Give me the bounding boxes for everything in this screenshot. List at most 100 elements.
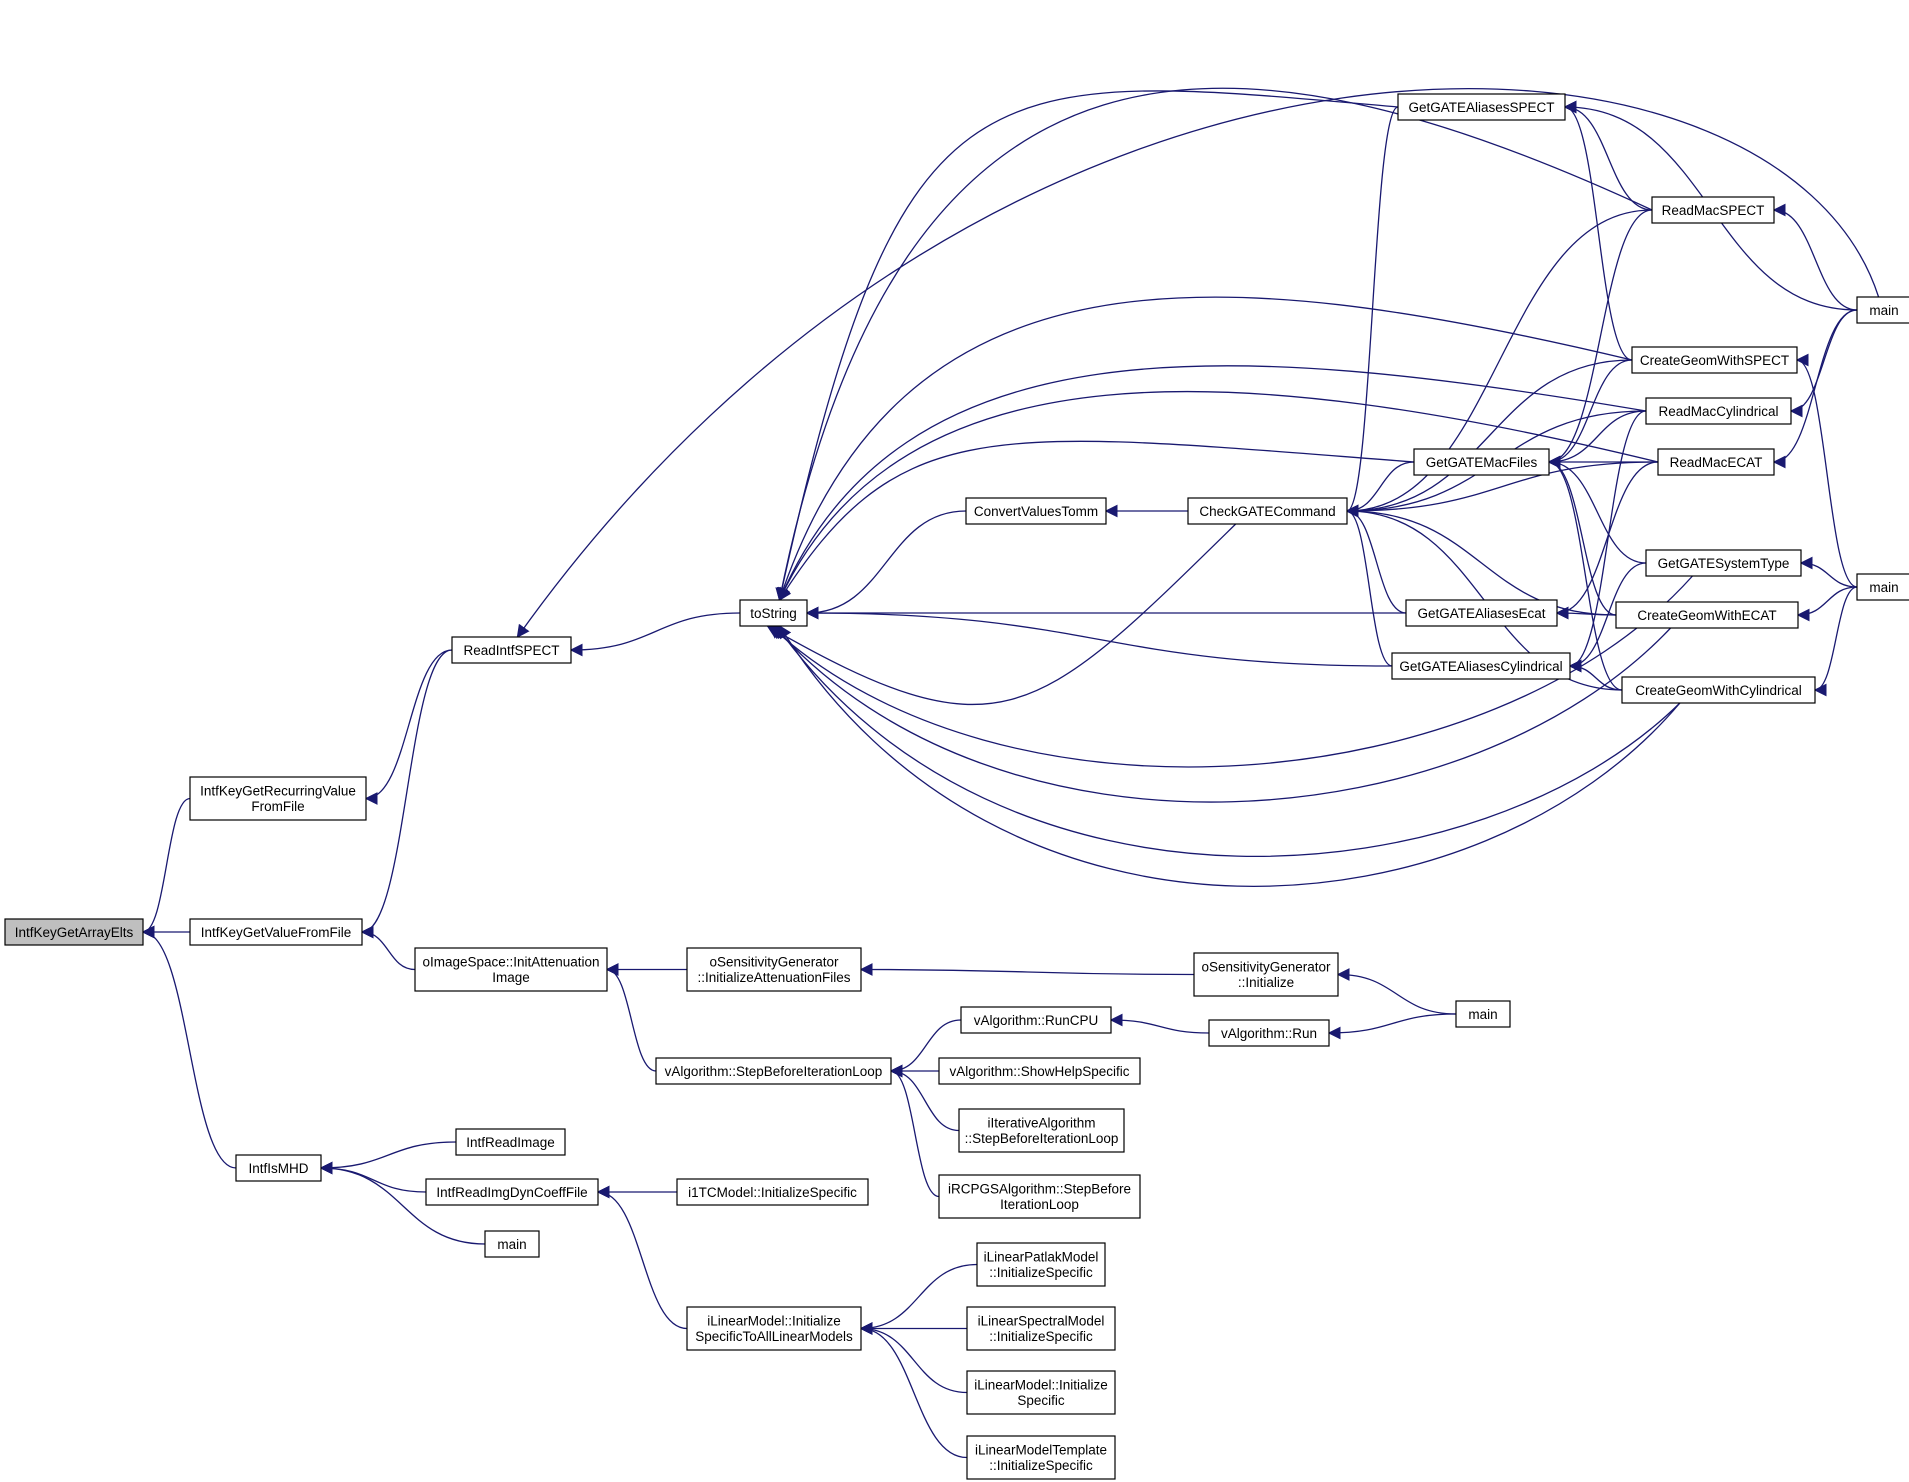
- edge-macfiles-to-tostring: [778, 440, 1415, 602]
- edge-path: [141, 925, 237, 1169]
- node-rcpgs[interactable]: iRCPGSAlgorithm::StepBeforeIterationLoop: [938, 1174, 1141, 1219]
- node-sensatt[interactable]: oSensitivityGenerator::InitializeAttenua…: [686, 947, 862, 992]
- node-linearall[interactable]: iLinearModel::InitializeSpecificToAllLin…: [686, 1306, 862, 1351]
- edge-ismhd-to-root: [141, 925, 237, 1169]
- node-spectral[interactable]: iLinearSpectralModel::InitializeSpecific: [966, 1306, 1116, 1351]
- edge-path: [360, 649, 453, 939]
- node-label: IntfIsMHD: [248, 1161, 308, 1176]
- edge-path: [1789, 309, 1858, 418]
- node-box: [425, 1178, 599, 1206]
- node-readmacecat[interactable]: ReadMacECAT: [1657, 448, 1775, 476]
- node-aliasecat[interactable]: GetGATEAliasesEcat: [1405, 599, 1558, 627]
- node-label: iLinearSpectralModel: [978, 1314, 1105, 1329]
- edge-geomspect-to-tostring: [777, 296, 1633, 602]
- node-box: [1657, 448, 1775, 476]
- node-geomecat[interactable]: CreateGeomWithECAT: [1615, 601, 1799, 629]
- node-label: ::InitializeAttenuationFiles: [697, 970, 850, 985]
- node-systemtype[interactable]: GetGATESystemType: [1645, 549, 1802, 577]
- node-main_m[interactable]: main: [1455, 1000, 1511, 1028]
- node-readmacspect[interactable]: ReadMacSPECT: [1651, 196, 1775, 224]
- node-box: [1187, 497, 1348, 525]
- node-checkgate[interactable]: CheckGATECommand: [1187, 497, 1348, 525]
- edge-path: [1345, 461, 1659, 518]
- edge-readintfspect-to-valuefromfile: [360, 649, 453, 939]
- node-label: ReadMacECAT: [1670, 455, 1763, 470]
- node-runcpu[interactable]: vAlgorithm::RunCPU: [960, 1006, 1112, 1034]
- edge-run-to-runcpu: [1109, 1013, 1210, 1034]
- node-geomspect[interactable]: CreateGeomWithSPECT: [1631, 346, 1798, 374]
- edge-path: [516, 88, 1880, 639]
- edge-main_l-to-ismhd: [319, 1161, 486, 1245]
- node-root[interactable]: IntfKeyGetArrayElts: [4, 918, 144, 946]
- edge-path: [859, 1322, 968, 1459]
- node-label: Image: [492, 970, 530, 985]
- edge-main_r1-to-readmaccyl: [1789, 309, 1858, 418]
- node-readdyn[interactable]: IntfReadImgDynCoeffFile: [425, 1178, 599, 1206]
- node-aliasspect[interactable]: GetGATEAliasesSPECT: [1397, 93, 1566, 121]
- node-readimage[interactable]: IntfReadImage: [455, 1128, 566, 1156]
- edge-path: [1772, 309, 1858, 469]
- edge-main_m-to-sensinit: [1336, 968, 1457, 1015]
- node-label: iLinearPatlakModel: [984, 1250, 1099, 1265]
- edge-readmacspect-to-checkgate: [1345, 209, 1653, 518]
- node-label: toString: [750, 606, 797, 621]
- node-iterstep[interactable]: iIterativeAlgorithm::StepBeforeIteration…: [958, 1108, 1125, 1153]
- node-linearinit[interactable]: iLinearModel::InitializeSpecific: [966, 1370, 1116, 1415]
- node-box: [965, 497, 1107, 525]
- node-label: CheckGATECommand: [1199, 504, 1335, 519]
- node-template[interactable]: iLinearModelTemplate::InitializeSpecific: [966, 1435, 1116, 1480]
- edge-path: [1796, 586, 1858, 622]
- node-convert[interactable]: ConvertValuesTomm: [965, 497, 1107, 525]
- edge-recurring-to-root: [141, 797, 191, 939]
- node-tostring[interactable]: toString: [739, 599, 808, 627]
- edge-path: [1345, 504, 1407, 614]
- node-geomcyl[interactable]: CreateGeomWithCylindrical: [1621, 676, 1816, 704]
- node-box: [4, 918, 144, 946]
- node-showhelp[interactable]: vAlgorithm::ShowHelpSpecific: [938, 1057, 1141, 1085]
- node-label: GetGATEAliasesEcat: [1417, 606, 1545, 621]
- node-main_r1[interactable]: main: [1856, 296, 1909, 324]
- node-main_l[interactable]: main: [484, 1230, 540, 1258]
- edge-path: [778, 440, 1415, 602]
- node-main_r2[interactable]: main: [1856, 573, 1909, 601]
- edge-path: [859, 963, 1195, 977]
- edge-path: [889, 1064, 940, 1198]
- node-sensinit[interactable]: oSensitivityGenerator::Initialize: [1193, 952, 1339, 997]
- edge-path: [1563, 100, 1633, 361]
- node-label: FromFile: [251, 799, 304, 814]
- node-box: [484, 1230, 540, 1258]
- node-ismhd[interactable]: IntfIsMHD: [235, 1154, 322, 1182]
- node-label: iLinearModel::Initialize: [974, 1378, 1108, 1393]
- node-i1tc[interactable]: i1TCModel::InitializeSpecific: [676, 1178, 869, 1206]
- node-aliascyl[interactable]: GetGATEAliasesCylindrical: [1391, 652, 1571, 680]
- node-stepbefore[interactable]: vAlgorithm::StepBeforeIterationLoop: [655, 1057, 892, 1085]
- edge-readmacecat-to-tostring: [778, 390, 1659, 602]
- node-box: [1631, 346, 1798, 374]
- edge-path: [1345, 504, 1393, 667]
- edge-main_m-to-run: [1327, 1013, 1457, 1040]
- edge-systemtype-to-macfiles: [1547, 455, 1647, 564]
- node-box: [1397, 93, 1566, 121]
- node-label: IntfReadImage: [466, 1135, 555, 1150]
- edge-geomcyl-to-macfiles: [1547, 455, 1623, 691]
- edge-path: [1547, 209, 1653, 469]
- node-valuefromfile[interactable]: IntfKeyGetValueFromFile: [189, 918, 363, 946]
- node-label: ::InitializeSpecific: [989, 1458, 1093, 1473]
- node-label: IntfKeyGetArrayElts: [15, 925, 134, 940]
- node-readmaccyl[interactable]: ReadMacCylindrical: [1645, 397, 1792, 425]
- node-readintfspect[interactable]: ReadIntfSPECT: [451, 636, 572, 664]
- node-macfiles[interactable]: GetGATEMacFiles: [1413, 448, 1550, 476]
- node-label: GetGATESystemType: [1658, 556, 1790, 571]
- node-box: [960, 1006, 1112, 1034]
- edge-main_r2-to-geomcyl: [1813, 586, 1858, 697]
- edge-path: [778, 390, 1659, 602]
- edge-path: [766, 523, 1237, 706]
- edge-path: [1345, 359, 1633, 518]
- node-patlak[interactable]: iLinearPatlakModel::InitializeSpecific: [976, 1242, 1106, 1287]
- node-label: IntfKeyGetValueFromFile: [201, 925, 352, 940]
- edge-path: [1327, 1013, 1457, 1040]
- edge-aliascyl-to-tostring: [805, 606, 1393, 667]
- node-run[interactable]: vAlgorithm::Run: [1208, 1019, 1330, 1047]
